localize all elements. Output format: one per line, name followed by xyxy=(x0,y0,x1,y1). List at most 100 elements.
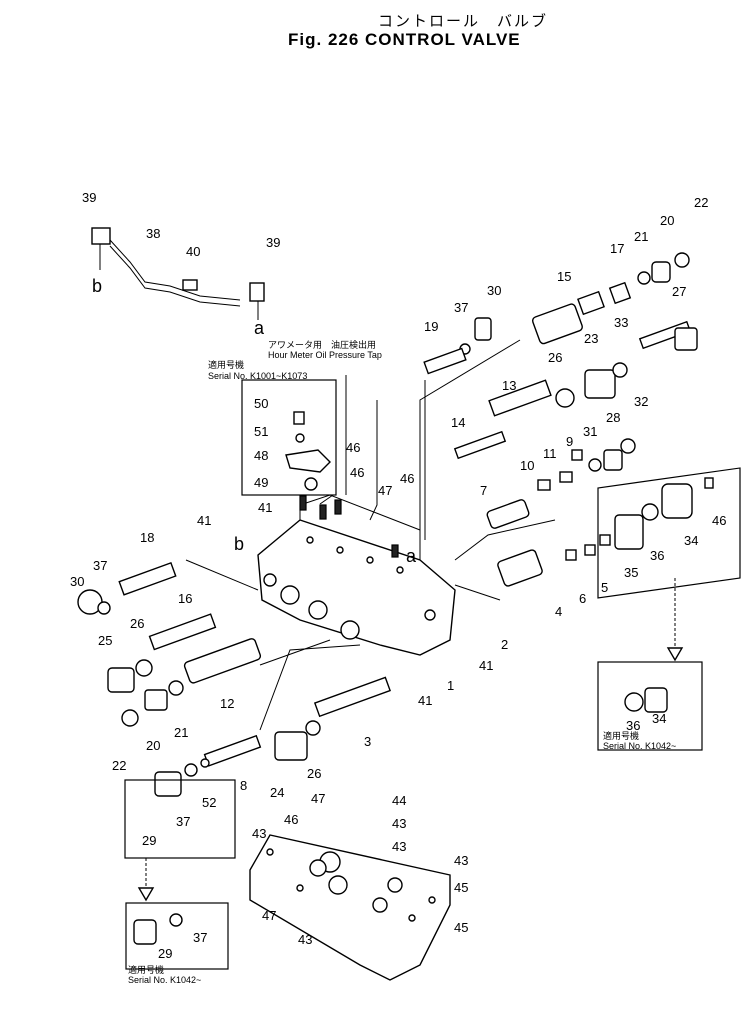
callout-48: 48 xyxy=(254,448,268,463)
callout-b-top: b xyxy=(92,276,102,296)
callout-31: 31 xyxy=(583,424,597,439)
callout-35: 35 xyxy=(624,565,638,580)
callout-41-c: 41 xyxy=(479,658,493,673)
callout-41-b: 41 xyxy=(197,513,211,528)
callout-46-a: 46 xyxy=(346,440,360,455)
callout-11: 11 xyxy=(543,446,557,461)
callout-3: 3 xyxy=(364,734,371,749)
hour-meter-caption-jp: アワメータ用 油圧検出用 xyxy=(268,339,376,350)
callout-46-d: 46 xyxy=(712,513,726,528)
serial-caption-b: Serial No. K1042~ xyxy=(603,741,676,751)
callout-29-box: 29 xyxy=(142,833,156,848)
callout-34-box: 34 xyxy=(652,711,666,726)
bottom-plate xyxy=(249,834,451,981)
hose-assembly xyxy=(91,227,265,320)
callout-19: 19 xyxy=(424,319,438,334)
callout-47-top: 47 xyxy=(378,483,392,498)
callout-6: 6 xyxy=(579,591,586,606)
callout-43-c: 43 xyxy=(392,839,406,854)
callout-12: 12 xyxy=(220,696,234,711)
callout-17: 17 xyxy=(610,241,624,256)
callout-16: 16 xyxy=(178,591,192,606)
callout-37-top: 37 xyxy=(454,300,468,315)
callout-26-bottom: 26 xyxy=(307,766,321,781)
callout-labels: 39 39 38 40 b a 19 37 30 15 17 21 20 22 … xyxy=(70,190,726,961)
callout-7: 7 xyxy=(480,483,487,498)
callout-45-b: 45 xyxy=(454,920,468,935)
callout-28: 28 xyxy=(606,410,620,425)
leader-lines xyxy=(185,339,556,731)
callout-50: 50 xyxy=(254,396,268,411)
callout-43-a: 43 xyxy=(392,816,406,831)
serial-caption-a: Serial No. K1001~K1073 xyxy=(208,371,307,381)
variant-box-serial-k1042-left xyxy=(125,902,229,970)
callout-49: 49 xyxy=(254,475,268,490)
callout-30-left: 30 xyxy=(70,574,84,589)
callout-9: 9 xyxy=(566,434,573,449)
callout-46-c: 46 xyxy=(400,471,414,486)
variant-box-34-36 xyxy=(597,467,741,599)
callout-37-bottom: 37 xyxy=(193,930,207,945)
callout-45-a: 45 xyxy=(454,880,468,895)
callout-46-b: 46 xyxy=(350,465,364,480)
callout-34-a: 34 xyxy=(684,533,698,548)
hour-meter-tap-parts xyxy=(241,379,337,511)
spool-parts-left xyxy=(77,561,391,797)
callout-41-d: 41 xyxy=(418,693,432,708)
callout-47-bottom: 47 xyxy=(262,908,276,923)
callout-5: 5 xyxy=(601,580,608,595)
callout-52: 52 xyxy=(202,795,216,810)
callout-38: 38 xyxy=(146,226,160,241)
elbow-fitting-39-right xyxy=(249,282,265,302)
serial-caption-jp-c: 適用号機 xyxy=(128,964,164,975)
callout-18: 18 xyxy=(140,530,154,545)
callout-29-bottom: 29 xyxy=(158,946,172,961)
callout-21-left: 21 xyxy=(174,725,188,740)
callout-47-plate: 47 xyxy=(311,791,325,806)
callout-15: 15 xyxy=(557,269,571,284)
callout-22-top: 22 xyxy=(694,195,708,210)
callout-37-box: 37 xyxy=(176,814,190,829)
callout-22-left: 22 xyxy=(112,758,126,773)
callout-24: 24 xyxy=(270,785,284,800)
callout-25: 25 xyxy=(98,633,112,648)
callout-21-top: 21 xyxy=(634,229,648,244)
serial-caption-jp-b: 適用号機 xyxy=(603,730,639,741)
variant-parts xyxy=(133,687,668,945)
figure-title-english: Fig. 226 CONTROL VALVE xyxy=(288,30,521,49)
callout-43-d: 43 xyxy=(454,853,468,868)
serial-caption-jp-a: 適用号機 xyxy=(208,359,244,370)
callout-36-box: 36 xyxy=(626,718,640,733)
callout-20-left: 20 xyxy=(146,738,160,753)
callout-37-left: 37 xyxy=(93,558,107,573)
callout-51: 51 xyxy=(254,424,268,439)
callout-30-top: 30 xyxy=(487,283,501,298)
callout-a-body: a xyxy=(406,546,417,566)
callout-44: 44 xyxy=(392,793,406,808)
caption-labels: アワメータ用 油圧検出用 Hour Meter Oil Pressure Tap… xyxy=(128,339,676,985)
callout-b-body: b xyxy=(234,534,244,554)
callout-27: 27 xyxy=(672,284,686,299)
callout-4: 4 xyxy=(555,604,562,619)
callout-23: 23 xyxy=(584,331,598,346)
clamp-40 xyxy=(182,279,198,291)
callout-46-plate: 46 xyxy=(284,812,298,827)
callout-a-top: a xyxy=(254,318,265,338)
callout-20-top: 20 xyxy=(660,213,674,228)
serial-caption-c: Serial No. K1042~ xyxy=(128,975,201,985)
callout-14: 14 xyxy=(451,415,465,430)
callout-39-right: 39 xyxy=(266,235,280,250)
callout-43-b: 43 xyxy=(252,826,266,841)
hour-meter-caption-en: Hour Meter Oil Pressure Tap xyxy=(268,350,382,360)
callout-41-a: 41 xyxy=(258,500,272,515)
figure-title-japanese: コントロール バルブ xyxy=(378,12,549,30)
callout-40: 40 xyxy=(186,244,200,259)
serial-change-arrows xyxy=(137,578,684,902)
callout-39-left: 39 xyxy=(82,190,96,205)
callout-8: 8 xyxy=(240,778,247,793)
callout-36-a: 36 xyxy=(650,548,664,563)
callout-43-e: 43 xyxy=(298,932,312,947)
callout-13: 13 xyxy=(502,378,516,393)
valve-body-1 xyxy=(257,494,456,656)
